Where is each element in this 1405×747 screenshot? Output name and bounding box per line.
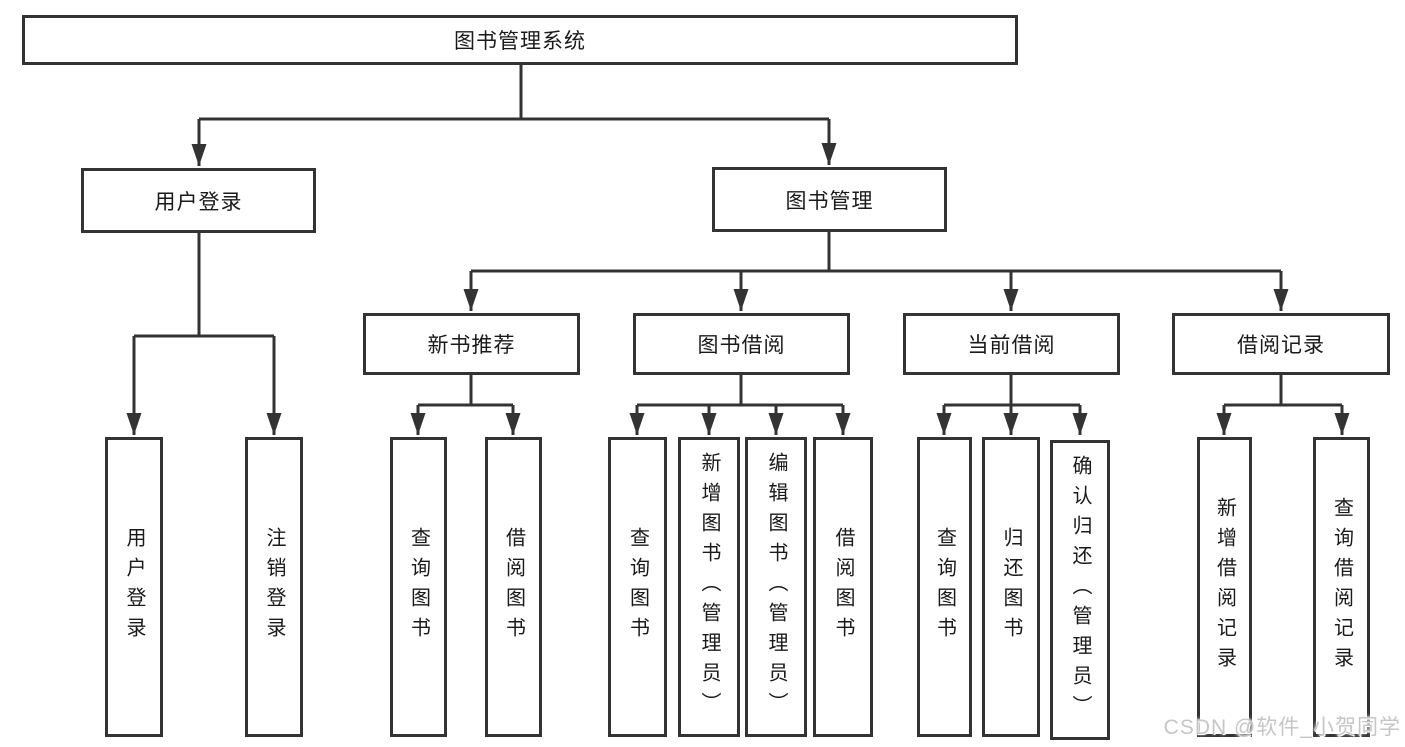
leaf-query-books: 查询图书	[390, 437, 447, 737]
node-label: 图书借阅	[697, 334, 786, 357]
leaf-label: 查询图书	[626, 527, 649, 647]
leaf-label: 确认归还（管理员）	[1069, 455, 1091, 725]
leaf-label: 查询图书	[407, 527, 430, 647]
leaf-label: 新增图书（管理员）	[698, 452, 720, 722]
leaf-add-books-admin: 新增图书（管理员）	[678, 437, 740, 737]
leaf-label: 查询图书	[933, 527, 956, 647]
rail-root	[199, 65, 829, 121]
node-new-book-recommend: 新书推荐	[363, 313, 580, 375]
leaf-logout: 注销登录	[245, 437, 303, 737]
rail-new-book	[418, 375, 513, 407]
leaf-add-borrow-record: 新增借阅记录	[1197, 437, 1252, 737]
leaf-label: 编辑图书（管理员）	[765, 452, 787, 722]
leaf-query-books: 查询图书	[608, 437, 667, 737]
node-root-label: 图书管理系统	[454, 30, 586, 53]
leaf-user-login: 用户登录	[105, 437, 163, 737]
leaf-label: 借阅图书	[502, 527, 525, 647]
rail-borrow	[637, 375, 843, 407]
leaf-label: 归还图书	[1000, 527, 1022, 647]
rail-user-login	[134, 233, 274, 338]
node-label: 用户登录	[154, 190, 243, 214]
node-current-borrow: 当前借阅	[903, 313, 1120, 375]
node-borrow-records: 借阅记录	[1172, 313, 1390, 375]
node-book-borrow: 图书借阅	[633, 313, 850, 375]
node-book-management: 图书管理	[712, 167, 947, 232]
node-label: 当前借阅	[967, 334, 1056, 357]
rail-records	[1224, 375, 1342, 407]
node-root: 图书管理系统	[22, 15, 1018, 65]
leaf-return-books: 归还图书	[982, 437, 1040, 737]
node-user-login-branch: 用户登录	[81, 168, 316, 233]
leaf-label: 注销登录	[263, 527, 285, 647]
node-label: 图书管理	[785, 189, 874, 213]
leaf-label: 查询借阅记录	[1330, 497, 1353, 677]
leaf-borrow-books: 借阅图书	[485, 437, 542, 737]
node-label: 借阅记录	[1237, 334, 1325, 357]
node-label: 新书推荐	[427, 334, 516, 357]
leaf-confirm-return-admin: 确认归还（管理员）	[1050, 440, 1110, 740]
leaf-label: 用户登录	[123, 527, 145, 647]
rail-current	[944, 375, 1080, 407]
rail-book-mgmt	[471, 232, 1281, 273]
leaf-label: 新增借阅记录	[1213, 497, 1236, 677]
leaf-label: 借阅图书	[832, 527, 854, 647]
leaf-query-books: 查询图书	[917, 437, 972, 737]
leaf-borrow-books: 借阅图书	[813, 437, 873, 737]
leaf-edit-books-admin: 编辑图书（管理员）	[745, 437, 807, 737]
watermark: CSDN @软件_小贺同学	[1163, 716, 1401, 739]
leaf-query-borrow-record: 查询借阅记录	[1313, 437, 1370, 737]
